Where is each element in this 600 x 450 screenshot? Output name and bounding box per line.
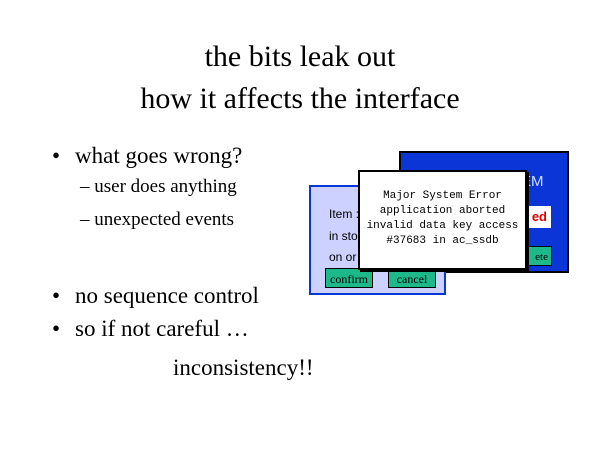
error-message-line: invalid data key access (366, 220, 519, 232)
conclusion-text: inconsistency!! (173, 355, 314, 380)
sub-bullet-text: – unexpected events (80, 209, 235, 230)
sub-bullet-text: – user does anything (80, 176, 237, 197)
bullet-text: so if not careful … (75, 316, 249, 341)
error-message-line: #37683 in ac_ssdb (386, 235, 499, 247)
confirm-button[interactable]: confirm (325, 268, 373, 288)
error-message-line: Major System Error (383, 190, 502, 202)
slide-title-line2: how it affects the interface (140, 82, 460, 115)
error-message-line: application aborted (379, 205, 506, 217)
bullet-icon: • (52, 316, 61, 341)
bullet-icon: • (52, 143, 61, 168)
bullet-icon: • (52, 283, 61, 308)
cancel-button[interactable]: cancel (388, 268, 436, 288)
system-error-dialog: Major System Error application aborted i… (358, 170, 527, 270)
item-dialog-line: on or (329, 250, 357, 264)
item-dialog-line: in sto (329, 229, 358, 243)
slide-title-line1: the bits leak out (204, 40, 396, 73)
bullet-text: what goes wrong? (75, 143, 243, 168)
item-dialog-line: Item : (329, 207, 360, 221)
bullet-text: no sequence control (75, 283, 259, 308)
